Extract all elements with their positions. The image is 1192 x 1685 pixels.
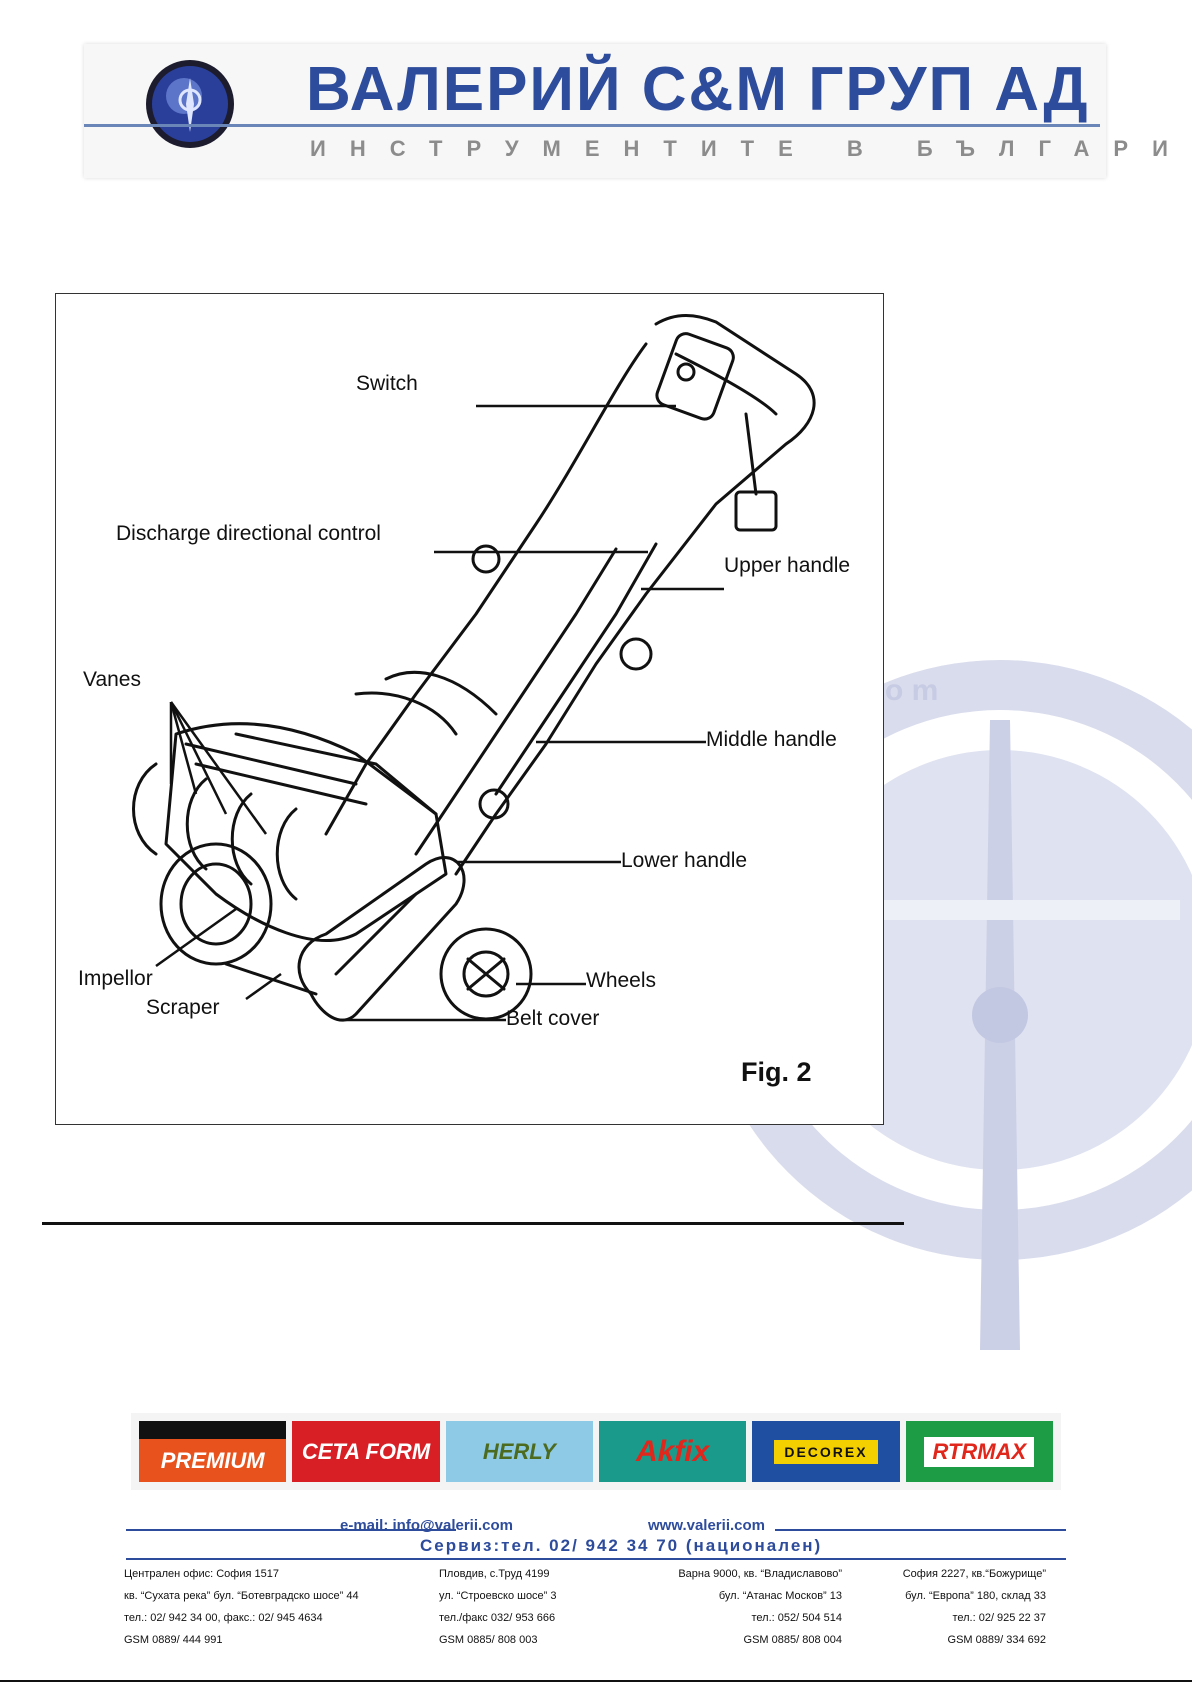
office-varna: Варна 9000, кв. “Владиславово” бул. “Ата… (660, 1563, 842, 1651)
company-name: ВАЛЕРИЙ С&М ГРУП АД (306, 55, 1090, 124)
snow-thrower-illustration (132, 314, 816, 1022)
brand-herly: HERLY (445, 1421, 593, 1482)
label-upper-handle: Upper handle (724, 554, 851, 577)
footer-website[interactable]: www.valerii.com (648, 1517, 765, 1534)
header-banner: ВАЛЕРИЙ С&М ГРУП АД ИНСТРУМЕНТИТЕ В БЪЛГ… (84, 44, 1192, 178)
footer-service-phone: Сервиз:тел. 02/ 942 34 70 (национален) (420, 1536, 823, 1555)
footer-rule-bottom (126, 1558, 1066, 1560)
office-line: тел.: 052/ 504 514 (751, 1612, 842, 1624)
snow-thrower-figure: Switch Discharge directional control Upp… (55, 293, 884, 1125)
brand-ceta-form: CETA FORM (292, 1421, 440, 1482)
brand-strip: PREMIUM CETA FORM HERLY Akfix DECOREX RT… (131, 1413, 1061, 1490)
label-middle-handle: Middle handle (706, 728, 837, 751)
label-lower-handle: Lower handle (621, 849, 748, 872)
separator-line (42, 1222, 904, 1225)
label-vanes: Vanes (83, 668, 141, 691)
office-line: Варна 9000, кв. “Владиславово” (678, 1568, 842, 1580)
label-belt-cover: Belt cover (506, 1007, 600, 1030)
office-line: бул. “Атанас Москов” 13 (718, 1590, 842, 1602)
company-tagline: ИНСТРУМЕНТИТЕ В БЪЛГАРИЯ (310, 136, 1192, 161)
label-switch: Switch (356, 372, 418, 395)
office-line: GSM 0889/ 334 692 (947, 1634, 1046, 1646)
office-line: GSM 0889/ 444 991 (124, 1634, 223, 1646)
office-line: GSM 0885/ 808 003 (439, 1634, 538, 1646)
label-wheels: Wheels (586, 969, 657, 992)
office-line: бул. “Европа” 180, склад 33 (905, 1590, 1046, 1602)
brand-decorex: DECOREX (752, 1421, 900, 1482)
footer-rule-right (775, 1529, 1066, 1531)
company-logo-icon (146, 60, 234, 148)
brand-premium: PREMIUM (139, 1421, 287, 1482)
banner-rule (84, 124, 1100, 127)
label-discharge-directional-control: Discharge directional control (116, 522, 381, 545)
label-scraper: Scraper (146, 996, 220, 1019)
figure-caption: Fig. 2 (741, 1057, 812, 1087)
brand-akfix: Akfix (598, 1421, 747, 1482)
office-line: Централен офис: София 1517 (124, 1568, 279, 1580)
office-sofia-central: Централен офис: София 1517 кв. “Сухата р… (124, 1563, 359, 1651)
page-bottom-rule (0, 1680, 1192, 1682)
label-impellor: Impellor (78, 967, 153, 990)
office-line: тел./факс 032/ 953 666 (439, 1612, 556, 1624)
office-line: тел.: 02/ 925 22 37 (952, 1612, 1046, 1624)
footer-email[interactable]: e-mail: info@valerii.com (340, 1517, 514, 1534)
office-line: кв. “Сухата река” бул. “Ботевградско шос… (124, 1590, 359, 1602)
office-line: GSM 0885/ 808 004 (743, 1634, 842, 1646)
decorex-badge: DECOREX (774, 1439, 878, 1464)
rtrmax-badge: RTRMAX (924, 1436, 1035, 1467)
footer-rule-left (126, 1529, 456, 1531)
office-line: Пловдив, с.Труд 4199 (439, 1568, 550, 1580)
brand-rtrmax: RTRMAX (905, 1421, 1053, 1482)
office-line: София 2227, кв.“Божурище” (902, 1568, 1046, 1580)
office-sofia-bozhurishte: София 2227, кв.“Божурище” бул. “Европа” … (894, 1563, 1046, 1651)
office-line: тел.: 02/ 942 34 00, факс.: 02/ 945 4634 (124, 1612, 323, 1624)
office-line: ул. “Строевско шосе” 3 (439, 1590, 557, 1602)
office-plovdiv: Пловдив, с.Труд 4199 ул. “Строевско шосе… (439, 1563, 557, 1651)
